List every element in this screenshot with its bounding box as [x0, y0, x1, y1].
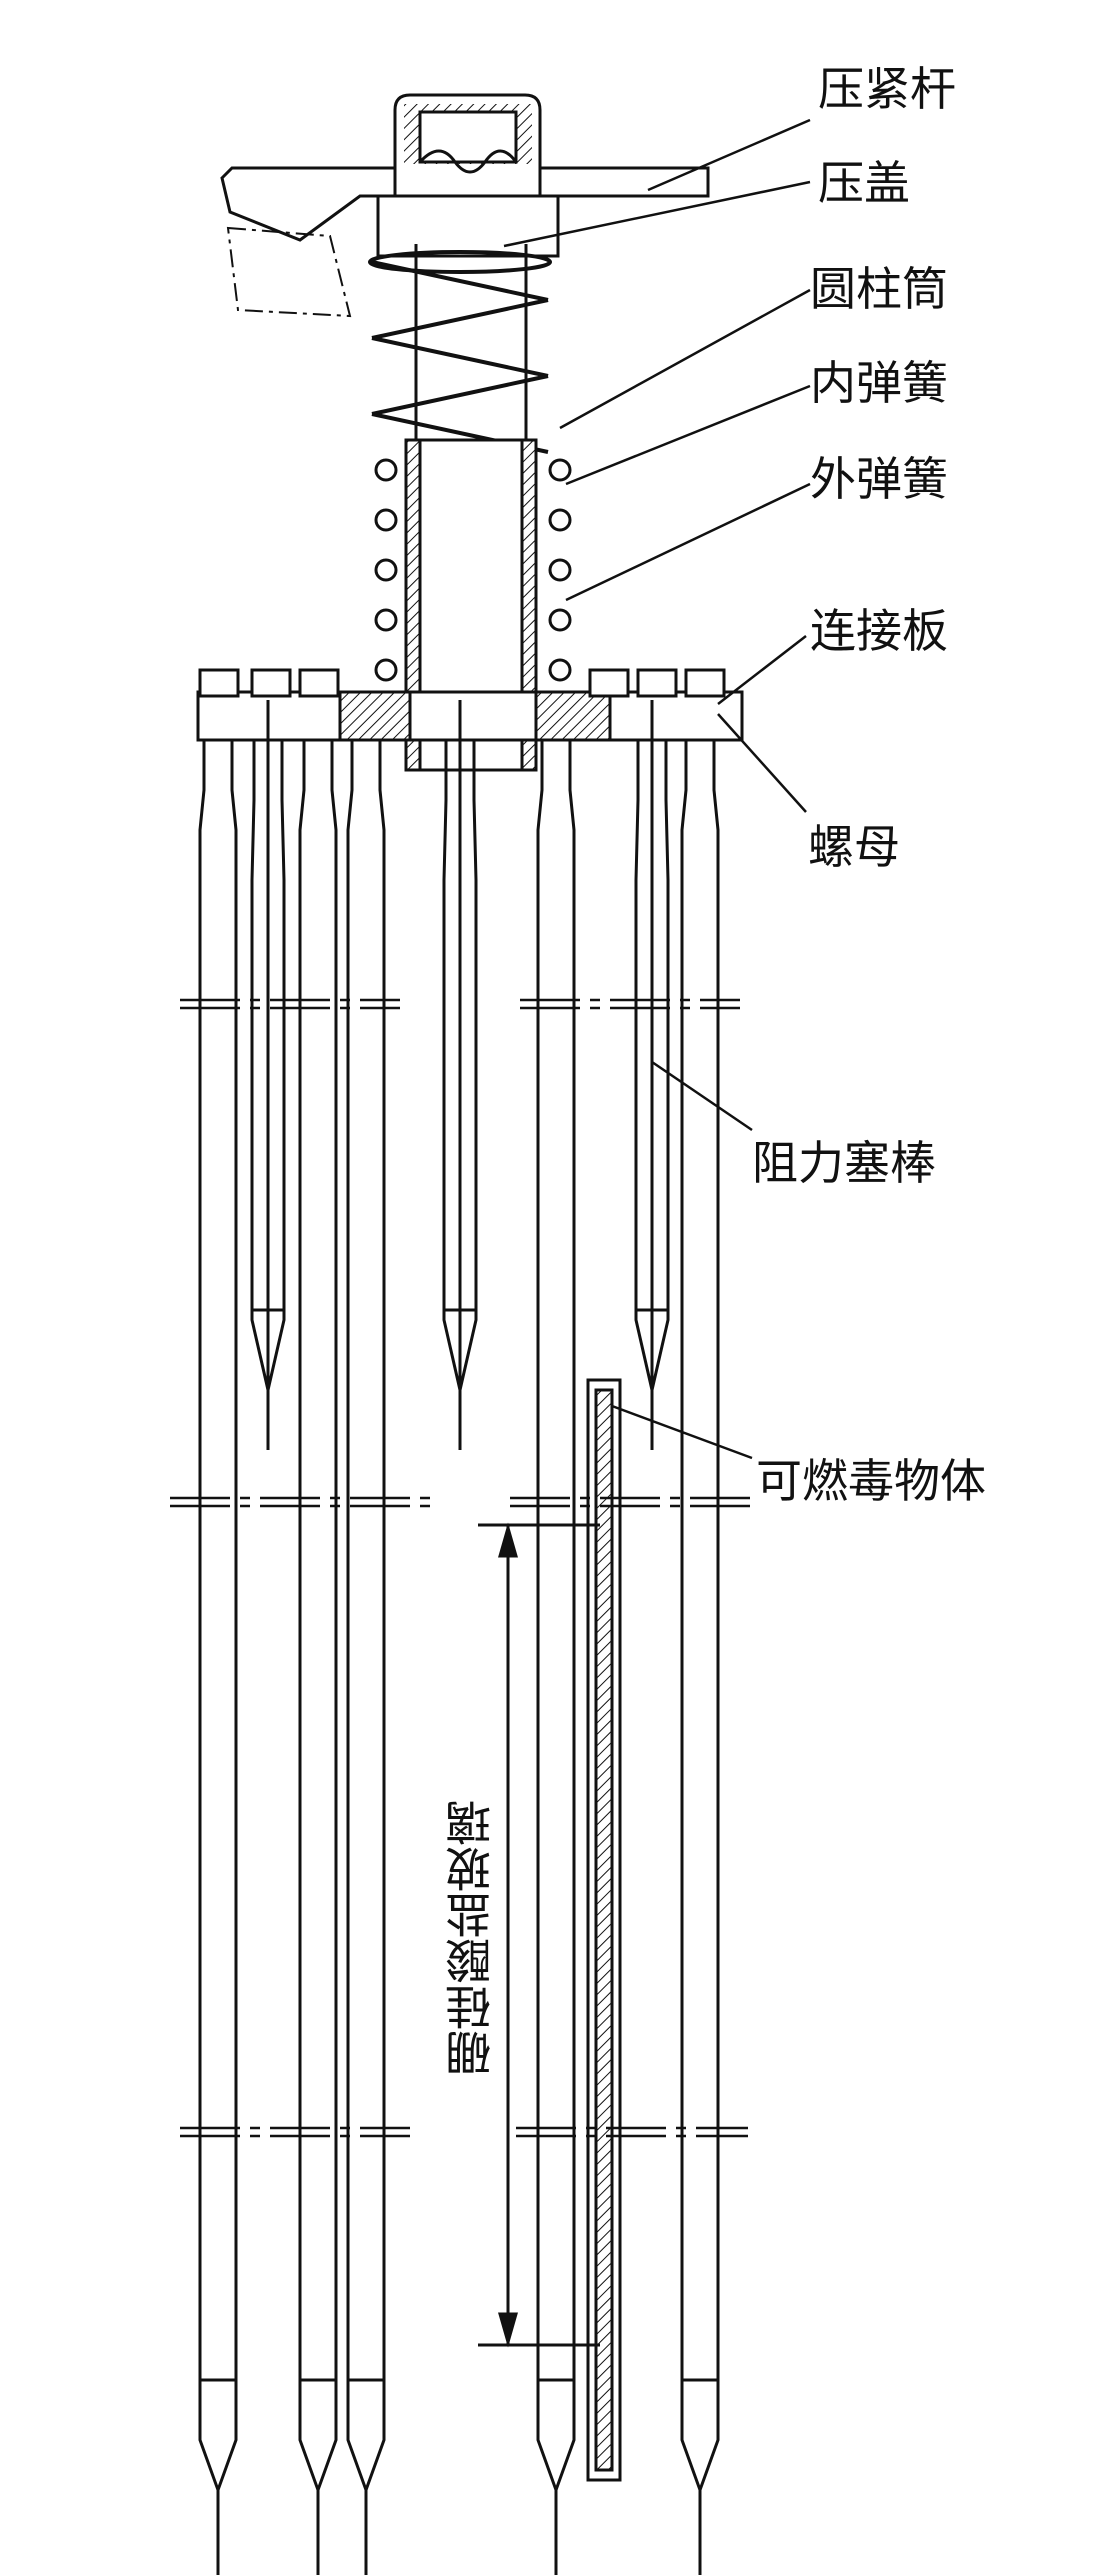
label-inner-spring: 内弹簧: [810, 356, 948, 410]
compression-rod-ghost: [226, 226, 352, 318]
break-lines: [170, 998, 750, 2138]
long-rod-4: [536, 740, 576, 2495]
label-outer-spring: 外弹簧: [810, 452, 948, 506]
label-plug-rod: 阻力塞棒: [752, 1136, 936, 1190]
long-rod-5: [680, 740, 720, 2495]
rods-group: [198, 700, 720, 2575]
burnable-poison-body: [586, 1378, 622, 2482]
label-compression-rod: 压紧杆: [818, 62, 956, 116]
connecting-plate: [196, 690, 744, 742]
label-burnable-poison: 可燃毒物体: [756, 1454, 986, 1508]
label-gland: 压盖: [818, 156, 910, 210]
long-rod-3: [346, 740, 386, 2495]
outer-spring: [374, 458, 572, 682]
leader-lines: [503, 118, 811, 1460]
label-nut: 螺母: [808, 820, 900, 874]
hold-down-assembly: [220, 93, 710, 772]
glass-dimension: [478, 1522, 600, 2348]
long-rod-2: [298, 740, 338, 2495]
nuts: [198, 668, 726, 698]
label-connecting-plate: 连接板: [810, 604, 948, 658]
long-rod-1: [198, 740, 238, 2495]
label-borosilicate-glass: 硼硅酸盐玻璃: [444, 1800, 498, 2076]
inner-spring: [368, 250, 552, 454]
label-cylinder: 圆柱筒: [810, 262, 948, 316]
